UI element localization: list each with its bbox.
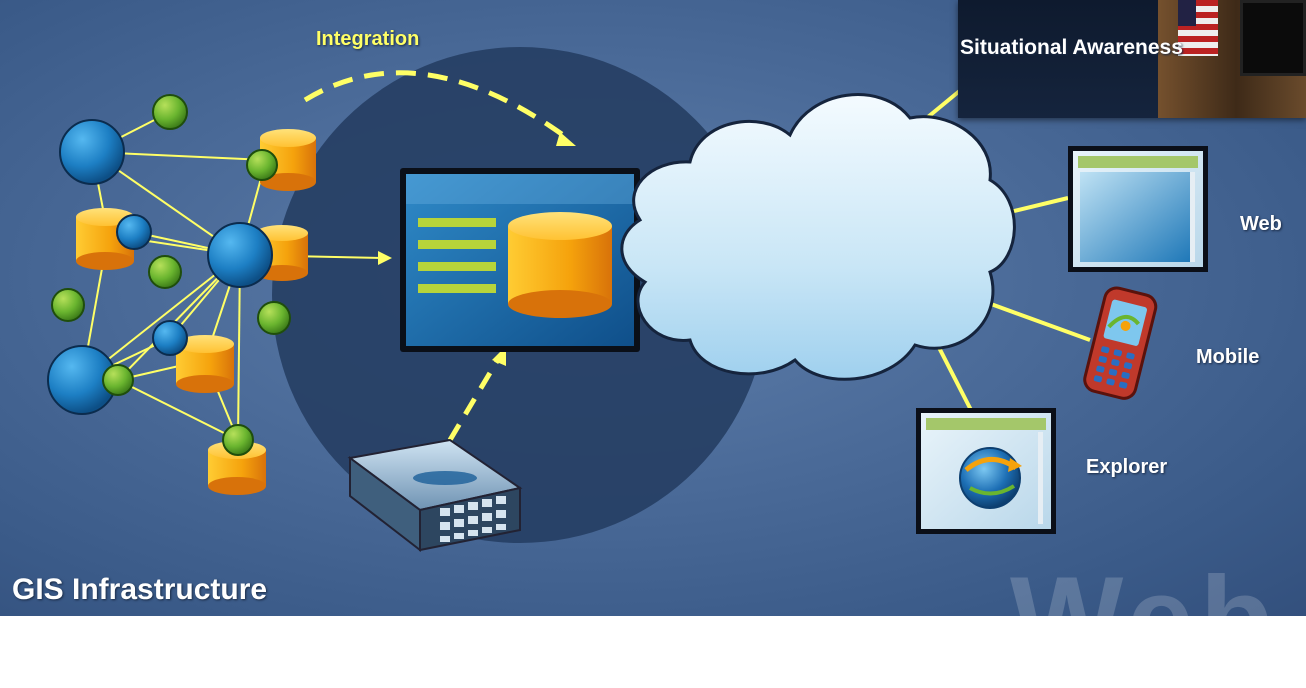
flag-image: [1178, 0, 1218, 56]
database-icon: [508, 212, 612, 318]
situational-awareness-label: Situational Awareness: [960, 36, 1183, 59]
globe-icon: [959, 447, 1022, 509]
diagram-canvas: [47, 47, 1208, 553]
blue-nodes: [47, 119, 273, 415]
integration-label: Integration: [316, 28, 420, 50]
explorer-label: Explorer: [1086, 456, 1168, 478]
mobile-label: Mobile: [1196, 346, 1260, 368]
arrow-head-icon: [556, 132, 576, 146]
mobile-phone-icon: [1083, 286, 1158, 400]
diagram-title: GIS Infrastructure: [12, 573, 268, 606]
green-nodes: [51, 94, 291, 456]
situational-awareness-photo: [958, 0, 1306, 118]
web-browser-window-icon: [1068, 146, 1208, 272]
server-dashed-link: [447, 354, 503, 442]
watermark-text: Web: [1010, 552, 1280, 686]
server-icon: [347, 438, 523, 553]
integration-dashed-arc: [303, 70, 572, 143]
web-label: Web: [1240, 213, 1282, 235]
cloud-icon: [620, 93, 1016, 381]
explorer-browser-window-icon: [916, 408, 1056, 534]
monitor-image: [1240, 0, 1306, 76]
arrow-head-icon: [378, 251, 392, 265]
central-data-panel: [400, 168, 640, 352]
photo-caption-box: [958, 0, 1158, 118]
database-icon: [176, 335, 234, 393]
